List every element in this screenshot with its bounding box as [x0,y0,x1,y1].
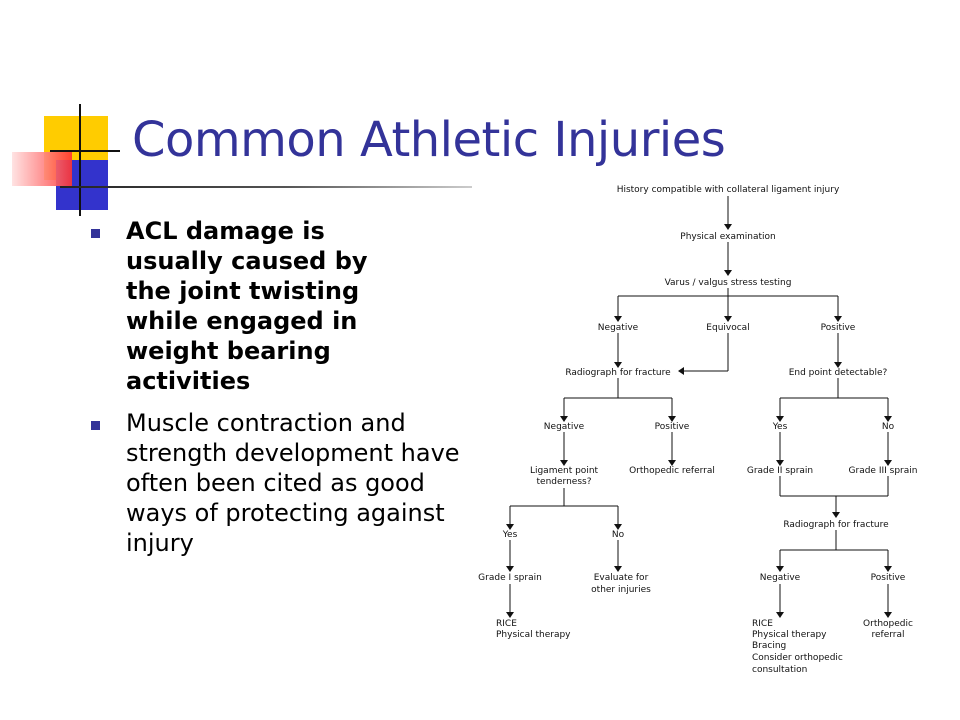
decorative-horizontal-line [50,150,120,152]
node-evaluate-other: Evaluate for [594,573,649,583]
node-ligament-tenderness: tenderness? [537,477,592,487]
bullet-list: ACL damage is usually caused by the join… [88,216,478,570]
node-equivocal: Equivocal [706,323,749,333]
node-ligament-tenderness: Ligament point [530,466,599,476]
node-grade-ii-sprain: Grade II sprain [747,466,813,476]
node-radiograph-fracture: Radiograph for fracture [565,368,671,378]
flowchart-connectors [509,196,889,612]
flowchart-arrowheads [506,224,892,618]
node-tenderness-yes: Yes [502,530,518,540]
node-stress-testing: Varus / valgus stress testing [665,278,792,288]
node-grade-iii-sprain: Grade III sprain [849,466,918,476]
decorative-vertical-line [79,104,81,216]
flowchart-labels: History compatible with collateral ligam… [478,185,917,675]
node-radiograph-positive: Positive [655,422,690,432]
node-endpoint-yes: Yes [772,422,788,432]
node-negative: Negative [598,323,639,333]
node-history: History compatible with collateral ligam… [617,185,840,195]
node-orthopedic-referral-2: Orthopedic [863,619,913,629]
bullet-text: ACL damage is usually caused by the join… [126,217,368,395]
node-tenderness-no: No [612,530,625,540]
node-orthopedic-referral: Orthopedic referral [629,466,715,476]
node-rice-therapy: Physical therapy [496,630,571,640]
decorative-red-block [12,152,72,186]
slide-title: Common Athletic Injuries [132,112,726,168]
bullet-square-icon [91,229,100,238]
node-rice-bracing: RICE [752,619,773,629]
node-evaluate-other: other injuries [591,585,651,595]
node-rice-therapy: RICE [496,619,517,629]
node-rice-bracing: Physical therapy [752,630,827,640]
node-rice-bracing: consultation [752,665,807,675]
node-endpoint-no: No [882,422,895,432]
node-rice-bracing: Consider orthopedic [752,653,843,663]
node-orthopedic-referral-2: referral [871,630,904,640]
bullet-item: Muscle contraction and strength developm… [88,408,476,558]
bullet-text: Muscle contraction and strength developm… [126,409,460,557]
node-endpoint-detectable: End point detectable? [789,368,888,378]
node-rice-bracing: Bracing [752,641,786,651]
node-physical-exam: Physical examination [680,232,775,242]
bullet-square-icon [91,421,100,430]
node-radiograph2-negative: Negative [760,573,801,583]
node-radiograph-fracture-2: Radiograph for fracture [783,520,889,530]
node-positive: Positive [821,323,856,333]
bullet-item: ACL damage is usually caused by the join… [88,216,396,396]
node-radiograph2-positive: Positive [871,573,906,583]
node-radiograph-negative: Negative [544,422,585,432]
node-grade-i-sprain: Grade I sprain [478,573,542,583]
title-underline [60,186,472,188]
